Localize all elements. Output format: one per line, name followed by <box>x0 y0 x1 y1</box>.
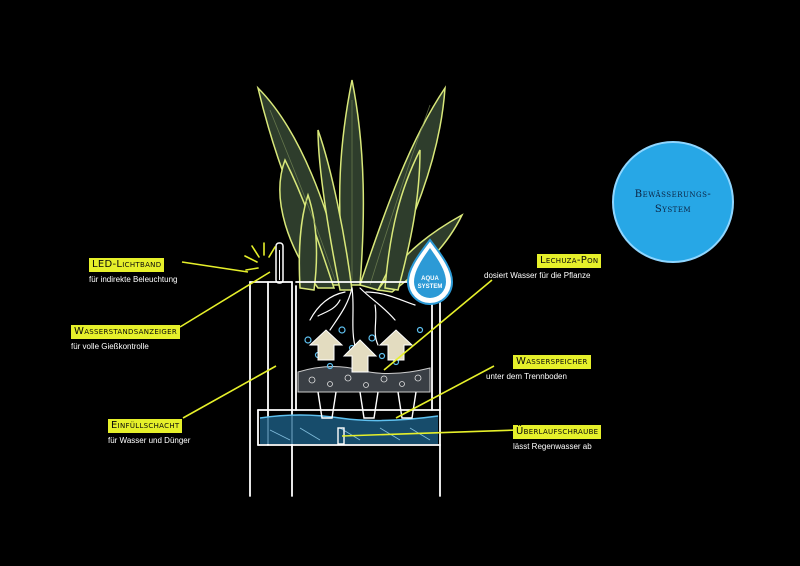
label-fill-shaft: Einfüllschacht für Wasser und Dünger <box>108 415 190 445</box>
aqua-system-logo: AQUA SYSTEM <box>406 238 454 305</box>
arrow-up-icon <box>342 339 378 373</box>
leaf <box>298 192 318 291</box>
label-water-reservoir: Wasserspeicher unter dem Trennboden <box>486 351 591 381</box>
label-subtitle: unter dem Trennboden <box>486 372 567 381</box>
leader-line-reservoir <box>395 365 495 419</box>
label-title: Lechuza-Pon <box>537 254 602 268</box>
led-light-rays <box>244 242 276 271</box>
label-title: Einfüllschacht <box>108 419 183 433</box>
plant-roots <box>309 287 416 351</box>
water-level-indicator <box>275 242 284 284</box>
label-title: Wasserstandsanzeiger <box>71 325 181 339</box>
leader-line-overflow <box>341 429 519 437</box>
label-subtitle: für indirekte Beleuchtung <box>89 275 178 284</box>
logo-line1: AQUA <box>421 276 439 282</box>
upward-arrows <box>308 329 414 373</box>
leader-line-level <box>179 271 271 328</box>
badge-text: Bewässerungs-System <box>634 189 712 215</box>
label-led-light-band: LED-Lichtband für indirekte Beleuchtung <box>89 254 178 284</box>
label-lechuza-pon: Lechuza-Pon dosiert Wasser für die Pflan… <box>484 250 602 280</box>
water-reservoir <box>259 414 439 444</box>
label-subtitle: für volle Gießkontrolle <box>71 342 149 351</box>
label-water-level-indicator: Wasserstandsanzeiger für volle Gießkontr… <box>71 321 181 351</box>
leaf <box>384 149 421 291</box>
label-title: Wasserspeicher <box>513 355 591 369</box>
label-title: LED-Lichtband <box>89 258 165 272</box>
reservoir-supports <box>317 391 417 445</box>
leader-lines <box>179 261 519 437</box>
leaf <box>317 129 353 291</box>
label-subtitle: lässt Regenwasser ab <box>513 442 592 451</box>
logo-line2: SYSTEM <box>418 284 443 290</box>
leaf <box>338 79 365 286</box>
label-overflow-screw: Überlaufschraube lässt Regenwasser ab <box>513 421 602 451</box>
leader-line-pon <box>383 279 493 371</box>
label-subtitle: dosiert Wasser für die Pflanze <box>484 271 591 280</box>
label-subtitle: für Wasser und Dünger <box>108 436 191 445</box>
leader-line-led <box>181 261 249 273</box>
arrow-up-icon <box>308 329 344 361</box>
irrigation-system-badge: Bewässerungs-System <box>612 141 734 263</box>
label-title: Überlaufschraube <box>513 425 602 439</box>
snake-plant <box>256 79 464 293</box>
leader-line-fill <box>182 365 277 419</box>
